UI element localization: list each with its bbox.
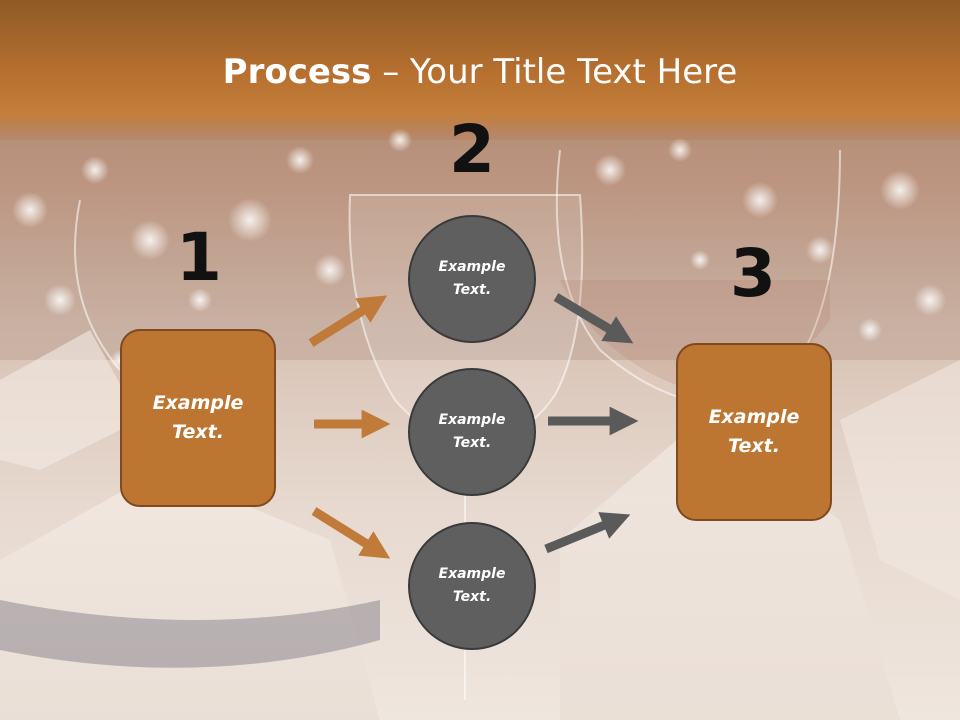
step-2-circle-middle: Example Text. — [408, 368, 536, 496]
step-2-circle-top: Example Text. — [408, 215, 536, 343]
title-dash: – — [371, 52, 411, 92]
arrow-left-to-bottom — [311, 507, 391, 559]
page-title: Process – Your Title Text Here — [0, 52, 960, 92]
arrow-bottom-to-right — [544, 512, 631, 554]
step-2-circle-bottom: Example Text. — [408, 522, 536, 650]
title-bold: Process — [222, 52, 372, 92]
circle-middle-line-2: Text. — [452, 435, 492, 451]
step-1-box: Example Text. — [120, 329, 276, 507]
step-1-line-2: Text. — [172, 421, 224, 443]
step-number-1: 1 — [176, 219, 222, 296]
circle-top-line-2: Text. — [452, 282, 492, 298]
step-number-2: 2 — [449, 111, 495, 188]
circle-middle-line-1: Example — [438, 412, 506, 428]
circle-top-line-1: Example — [438, 259, 506, 275]
step-3-line-2: Text. — [728, 435, 780, 457]
step-number-3: 3 — [730, 235, 776, 312]
step-3-line-1: Example — [708, 406, 800, 428]
circle-bottom-line-1: Example — [438, 566, 506, 582]
arrow-top-to-right — [553, 293, 634, 344]
step-3-box: Example Text. — [676, 343, 832, 521]
step-1-line-1: Example — [152, 392, 244, 414]
circle-bottom-line-2: Text. — [452, 589, 492, 605]
title-rest: Your Title Text Here — [410, 52, 738, 92]
arrow-left-to-top — [308, 295, 388, 347]
title-band — [0, 0, 960, 135]
